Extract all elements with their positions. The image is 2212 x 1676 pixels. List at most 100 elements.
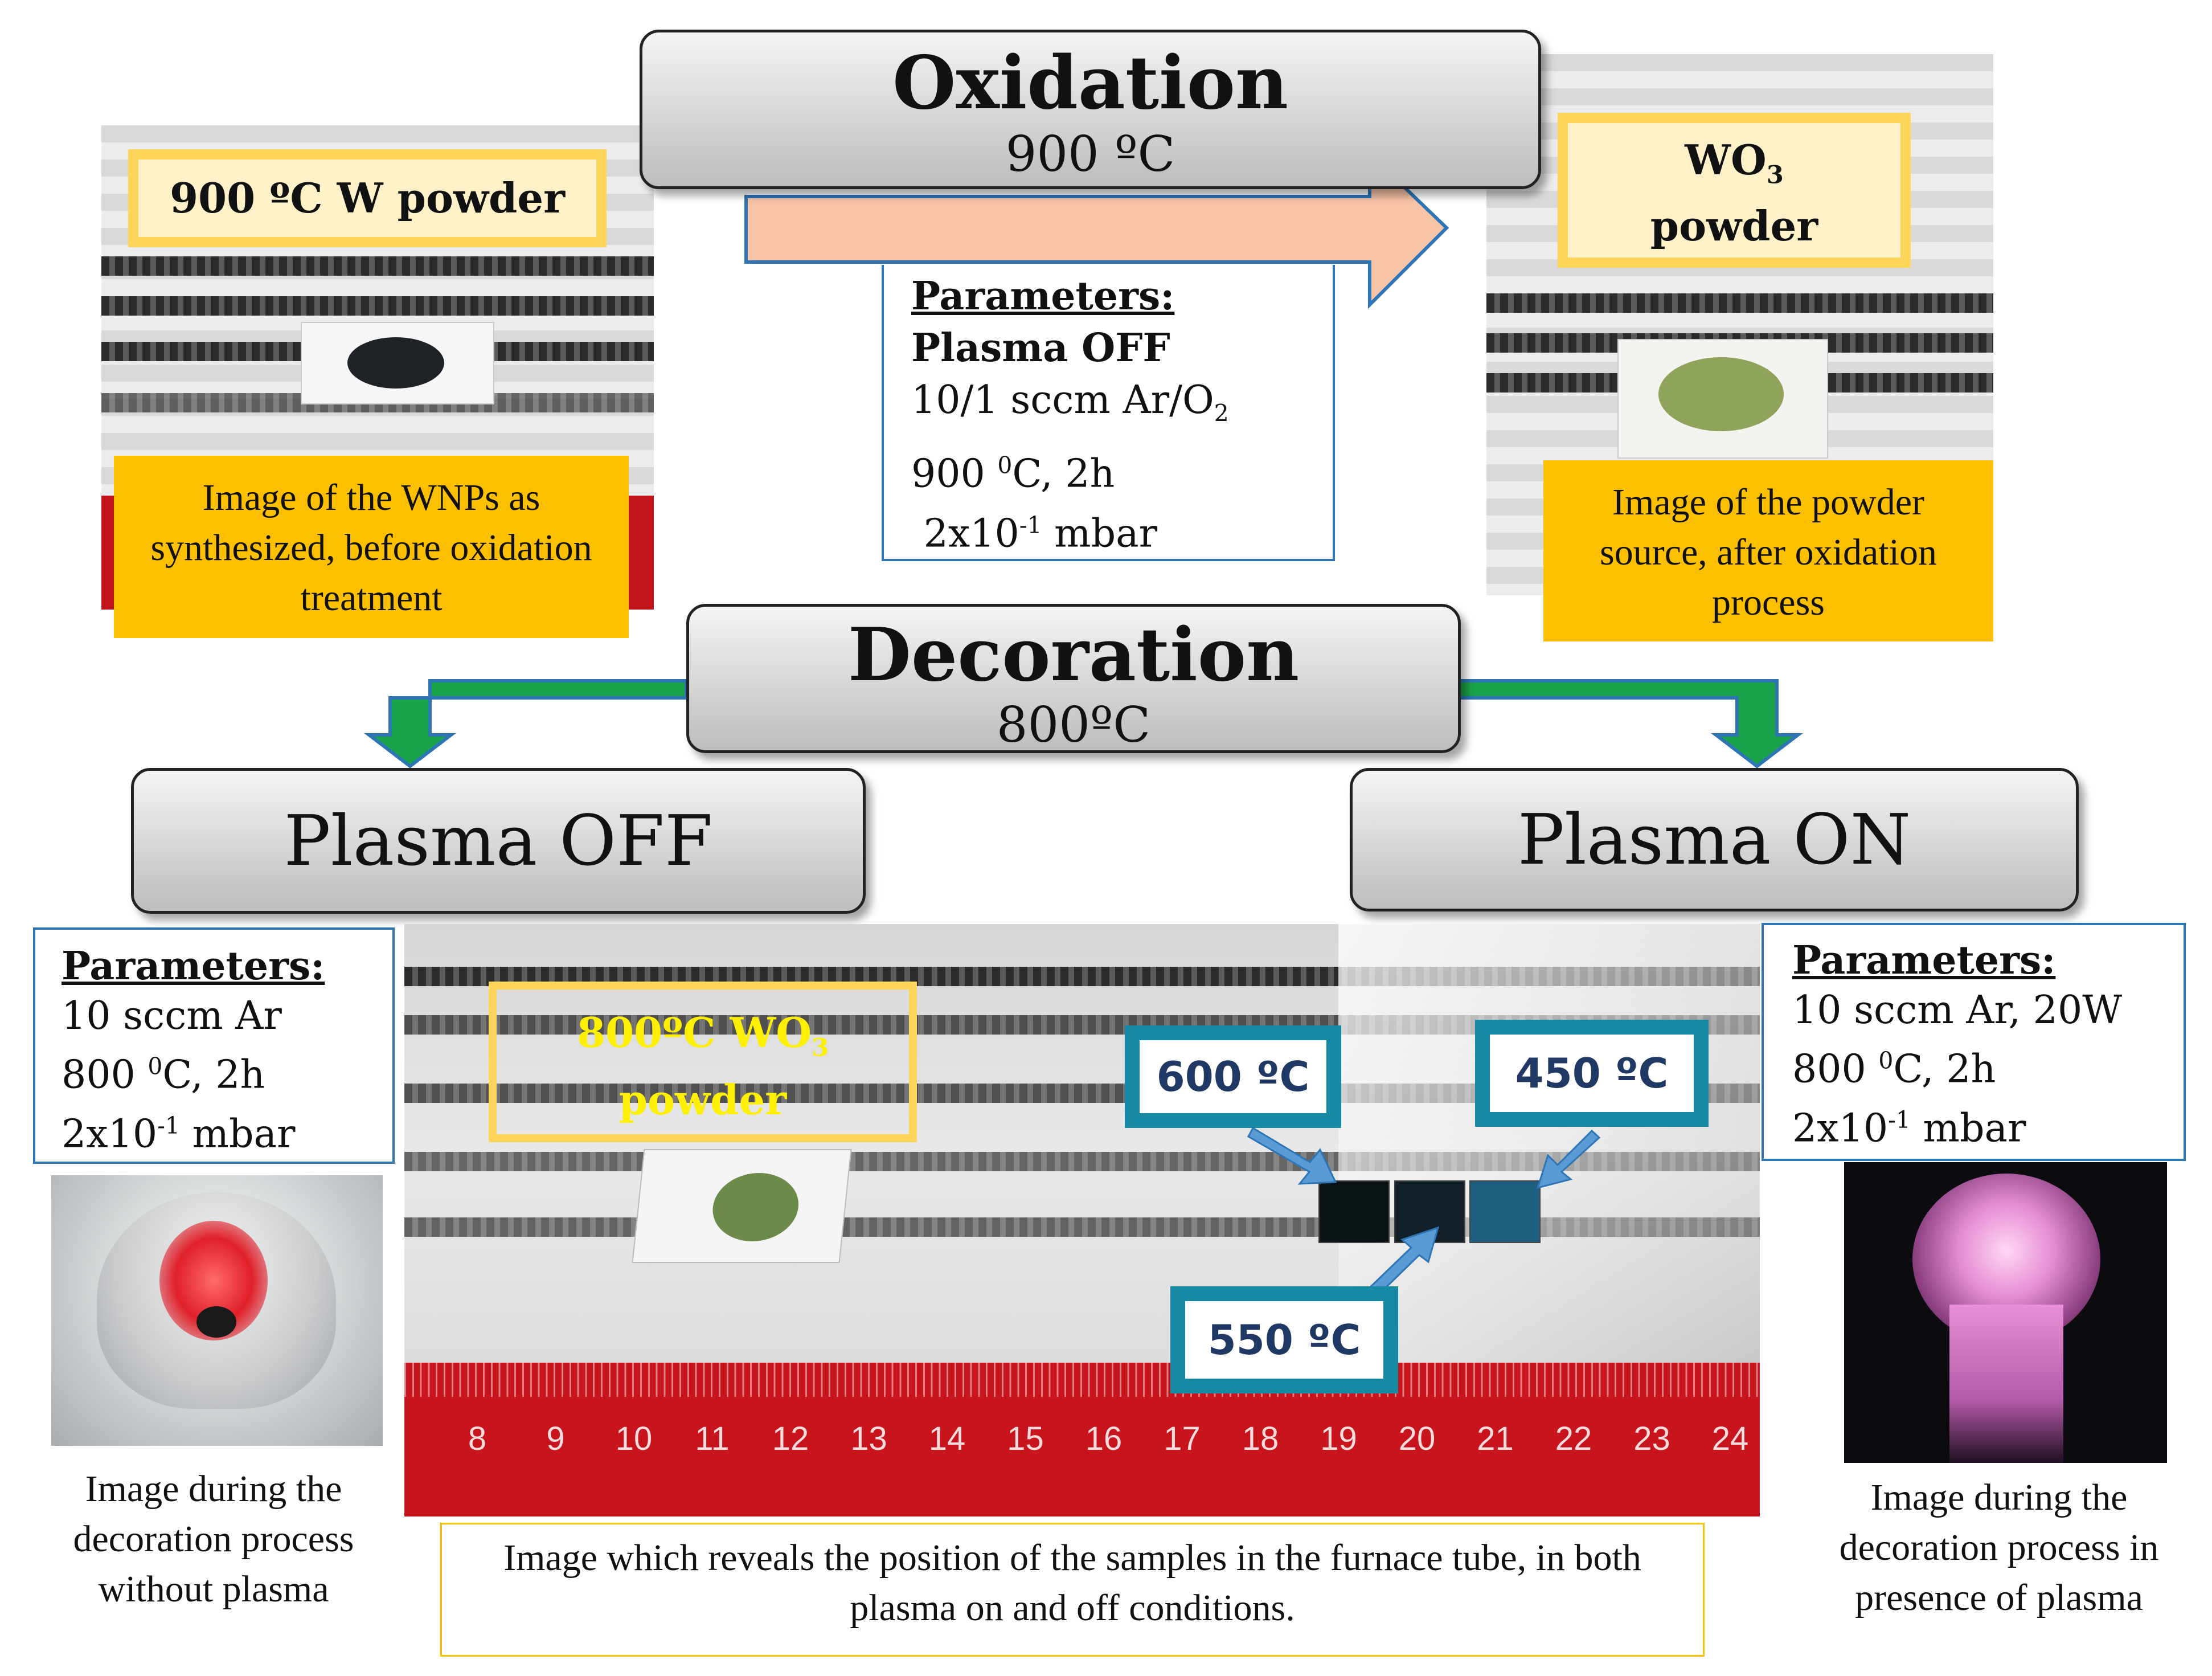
furnace-label-a: 800ºC WO (576, 1008, 812, 1057)
ruler-tick-label: 15 (1007, 1420, 1044, 1457)
oxidation-arrow-shape (744, 149, 1449, 309)
wnps-caption: Image of the WNPs as synthesized, before… (114, 456, 629, 638)
param-pressure-a: 2x10 (1792, 1106, 1889, 1151)
ruler-minor-ticks (404, 1363, 1760, 1397)
ruler-tick-label: 11 (695, 1420, 730, 1457)
ruler-tick-label: 12 (772, 1420, 809, 1457)
param-temp-sup: 0 (148, 1053, 163, 1080)
plasma-on-box: Plasma ON (1350, 768, 2079, 911)
ruler-tick-label: 16 (1085, 1420, 1123, 1457)
param-plasma: Plasma OFF (911, 325, 1170, 371)
param-temp-sup: 0 (997, 451, 1013, 479)
arrow-450 (1536, 1129, 1601, 1189)
furnace-caption: Image which reveals the position of the … (440, 1523, 1705, 1657)
ruler-tick-label: 9 (546, 1420, 565, 1457)
plasma-off-box: Plasma OFF (131, 768, 866, 914)
param-temp-b: C, 2h (1012, 451, 1115, 497)
sample-450 (1469, 1180, 1541, 1243)
param-pressure: 2x10-1 mbar (911, 500, 1333, 560)
ruler-tick-label: 17 (1164, 1420, 1201, 1457)
param-pressure-sup: -1 (1019, 512, 1042, 539)
ruler-tick-label: 22 (1555, 1420, 1592, 1457)
ruler-labels: 8 9 10 11 12 13 14 15 16 17 18 19 20 21 22 23 24 (404, 1420, 1760, 1477)
decoration-arrows (364, 679, 1803, 768)
param-heading: Parameters: (62, 943, 325, 989)
param-temp-b: C, 2h (1893, 1047, 1996, 1092)
tube-glare (1338, 924, 1760, 1368)
ruler-tick-label: 24 (1711, 1420, 1749, 1457)
temp-450-label: 450 ºC (1475, 1020, 1709, 1127)
furnace-photo: 8 9 10 11 12 13 14 15 16 17 18 19 20 21 22 23 24 (404, 924, 1760, 1516)
param-heading: Parameters: (1792, 938, 2056, 983)
temp-550-label: 550 ºC (1170, 1286, 1398, 1393)
sample-600 (1318, 1180, 1390, 1243)
no-plasma-photo (51, 1175, 383, 1446)
wo3-label-text: WO (1685, 136, 1767, 184)
ruler-tick-label: 20 (1398, 1420, 1436, 1457)
wo3-powder-label: WO3 powder (1558, 113, 1911, 268)
param-heading: Parameters: (911, 273, 1175, 319)
param-temp: 900 0C, 2h (911, 440, 1333, 500)
ruler: 8 9 10 11 12 13 14 15 16 17 18 19 20 21 22 23 24 (404, 1363, 1760, 1516)
param-pressure: 2x10-1 mbar (62, 1101, 392, 1160)
param-temp: 800 0C, 2h (62, 1041, 392, 1101)
oxidation-title: Oxidation (892, 40, 1289, 126)
wo3-label-powder: powder (1650, 202, 1818, 251)
param-gas: 10/1 sccm Ar/O2 (911, 374, 1333, 440)
furnace-label-sub: 3 (812, 1033, 829, 1062)
oxidation-temp: 900 ºC (1005, 126, 1175, 183)
temp-pointer-arrows (1247, 1126, 1601, 1299)
no-plasma-caption: Image during the decoration process with… (73, 1468, 354, 1610)
plasma-on-parameters: Parameters: 10 sccm Ar, 20W 800 0C, 2h 2… (1762, 923, 2186, 1161)
w-powder-label: 900 ºC W powder (128, 149, 607, 247)
param-pressure: 2x10-1 mbar (1792, 1095, 2184, 1154)
param-pressure-a: 2x10 (911, 511, 1019, 557)
oxidation-arrow (744, 149, 1449, 309)
param-temp-a: 800 (62, 1052, 148, 1098)
ruler-tick-label: 23 (1633, 1420, 1670, 1457)
oxidation-parameters: Parameters: Plasma OFF 10/1 sccm Ar/O2 9… (882, 265, 1335, 561)
pink-plasma-column (1949, 1305, 2063, 1463)
param-pressure-sup: -1 (157, 1111, 180, 1139)
param-gas: 10 sccm Ar, 20W (1792, 988, 2123, 1033)
plasma-photo (1844, 1162, 2167, 1463)
powder-sample-paper (1617, 339, 1828, 459)
black-powder (347, 337, 444, 389)
right-green-arrow (1456, 679, 1803, 768)
furnace-label-b: powder (618, 1076, 787, 1125)
temp-600-label: 600 ºC (1125, 1025, 1341, 1128)
powder-caption: Image of the powder source, after oxidat… (1543, 460, 1993, 641)
param-temp: 800 0C, 2h (1792, 1036, 2184, 1095)
left-green-arrow (364, 679, 688, 768)
ruler-tick-label: 14 (928, 1420, 966, 1457)
powder-sample-paper (301, 322, 494, 404)
ruler-tick-label: 21 (1477, 1420, 1514, 1457)
param-gas: 10 sccm Ar (62, 994, 282, 1039)
ruler-tick-label: 18 (1242, 1420, 1279, 1457)
param-gas-sub: 2 (1214, 399, 1229, 427)
param-pressure-b: mbar (179, 1111, 296, 1157)
plasma-caption: Image during the decoration process in p… (1839, 1477, 2159, 1618)
plasma-off-parameters: Parameters: 10 sccm Ar 800 0C, 2h 2x10-1… (33, 927, 395, 1164)
param-pressure-b: mbar (1910, 1106, 2026, 1151)
wo3-label-sub: 3 (1766, 160, 1784, 190)
param-temp-a: 900 (911, 451, 998, 497)
param-temp-a: 800 (1792, 1047, 1879, 1092)
dark-sample (196, 1306, 236, 1338)
param-pressure-a: 2x10 (62, 1111, 158, 1157)
green-powder (1658, 357, 1784, 431)
decoration-box: Decoration 800ºC (686, 604, 1461, 753)
param-gas-text: 10/1 sccm Ar/O (911, 378, 1214, 423)
ruler-tick-label: 10 (615, 1420, 653, 1457)
param-temp-b: C, 2h (162, 1052, 265, 1098)
decoration-title: Decoration (847, 612, 1300, 698)
ruler-tick-label: 8 (468, 1420, 487, 1457)
ruler-tick-label: 19 (1320, 1420, 1357, 1457)
arrow-600 (1247, 1126, 1337, 1185)
param-pressure-sup: -1 (1888, 1106, 1911, 1134)
param-pressure-b: mbar (1042, 511, 1158, 557)
furnace-powder-label: 800ºC WO3 powder (489, 982, 917, 1142)
decoration-temp: 800ºC (996, 697, 1151, 754)
ruler-tick-label: 13 (850, 1420, 887, 1457)
param-temp-sup: 0 (1878, 1047, 1894, 1074)
